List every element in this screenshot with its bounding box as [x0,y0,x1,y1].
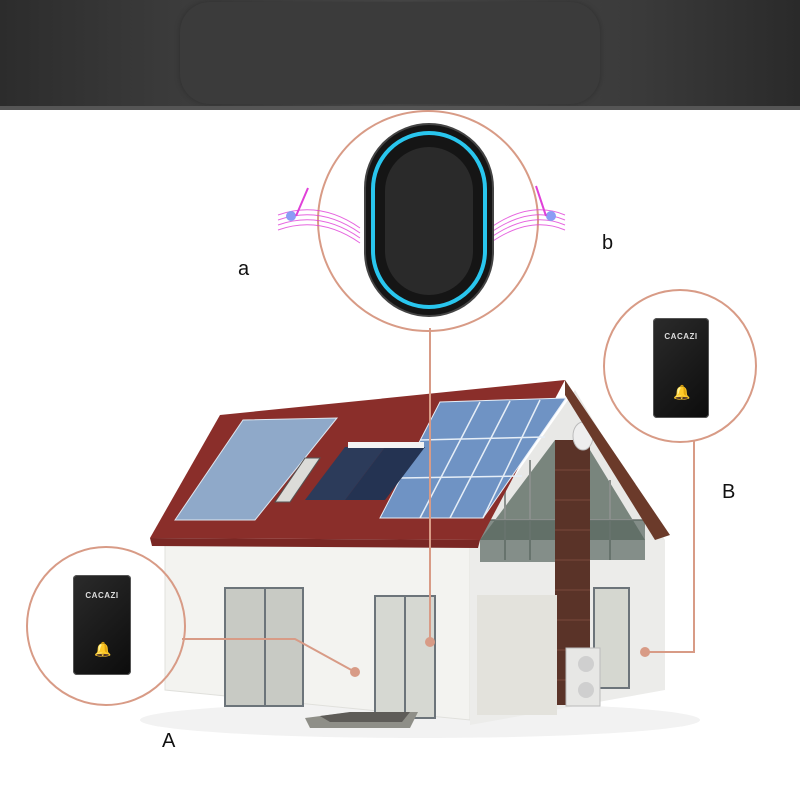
transmitter-b-connector-h [645,651,695,653]
header-banner [0,0,800,110]
transmitter-a-device: CACAZI 🔔 [73,575,131,675]
bell-icon: 🔔 [673,384,691,400]
transmitter-b-brand: CACAZI [664,332,698,341]
label-b: b [602,232,614,254]
label-A: A [162,730,176,752]
bell-icon: 🔔 [94,641,112,657]
header-edge [0,106,800,110]
transmitter-b-callout-circle [603,289,757,443]
transmitter-b-anchor [640,647,650,657]
transmitter-a-brand: CACAZI [85,591,119,600]
header-overlay [180,2,600,104]
label-B: B [722,481,736,503]
receiver-callout-circle [317,110,539,332]
label-a: a [238,258,250,280]
transmitter-b-device: CACAZI 🔔 [653,318,709,418]
transmitter-a-callout-circle [26,546,186,706]
transmitter-b-connector [693,440,695,652]
